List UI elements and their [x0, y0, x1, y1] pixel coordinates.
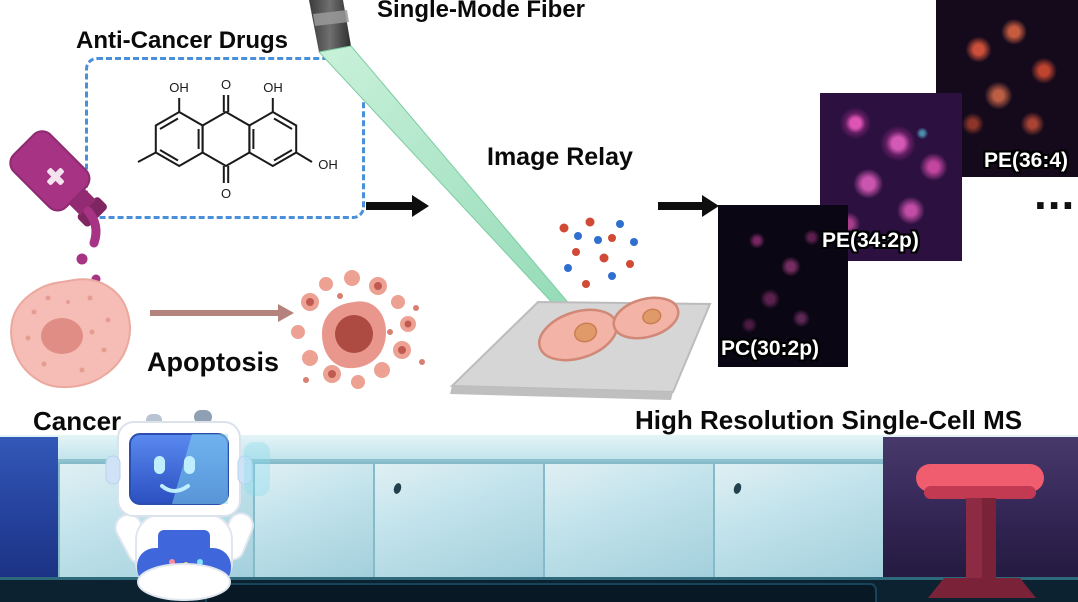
robot-eye — [154, 456, 165, 474]
lab-stool-icon — [916, 464, 1044, 598]
arrow-right-2 — [658, 202, 702, 210]
fiber-connector — [309, 0, 351, 52]
high-resolution-ms-label: High Resolution Single-Cell MS — [635, 405, 1023, 435]
more-panels-ellipsis: ... — [1034, 167, 1076, 219]
ms-label-pe36-4: PE(36:4) — [984, 149, 1069, 172]
apoptosis-arrow — [150, 310, 278, 316]
ms-label-pe34-2p: PE(34:2p) — [822, 229, 919, 252]
ms-image-pe34-2p — [820, 93, 962, 261]
robot-smile — [160, 484, 190, 493]
molecule-o-top: O — [221, 77, 231, 92]
ms-image-pe36-4 — [936, 0, 1078, 177]
anti-cancer-drugs-label: Anti-Cancer Drugs — [76, 27, 289, 54]
molecule-oh-right: OH — [318, 157, 338, 172]
cabinet-door-3 — [373, 462, 547, 581]
cabinet-door-5 — [713, 462, 887, 581]
robot-base — [137, 563, 231, 601]
counter-kick-panel — [205, 583, 877, 602]
drug-bottle-icon — [9, 130, 107, 289]
ms-image-pc30-2p — [718, 205, 848, 367]
pour-stream — [83, 206, 101, 248]
ms-label-pc30-2p: PC(30:2p) — [721, 337, 820, 360]
arrow-right-1 — [366, 202, 412, 210]
sample-plate — [449, 296, 712, 400]
drug-structure-box — [85, 57, 365, 219]
tapered-fiber-probe-icon — [309, 0, 594, 339]
anthraquinone-molecule-icon: OH O OH OH O — [137, 77, 338, 201]
image-relay-label: Image Relay — [487, 143, 633, 171]
cancer-cell-icon — [10, 278, 131, 389]
single-mode-fiber-label: Single-Mode Fiber — [377, 0, 586, 23]
blue-cabinet-left — [0, 437, 58, 577]
molecule-oh-top-left: OH — [169, 80, 189, 95]
molecule-o-bottom: O — [221, 186, 231, 201]
apoptosis-label: Apoptosis — [147, 347, 279, 377]
ion-spray-dots — [559, 217, 638, 288]
cancer-cell-label: Cancer — [33, 406, 122, 436]
single-cell-on-plate — [538, 296, 680, 362]
cabinet-door-4 — [543, 462, 717, 581]
robot-assistant-icon — [105, 410, 270, 601]
apoptotic-fragments-icon — [291, 270, 425, 389]
molecule-oh-top-right: OH — [263, 80, 283, 95]
cabinet-door-2 — [253, 462, 377, 581]
